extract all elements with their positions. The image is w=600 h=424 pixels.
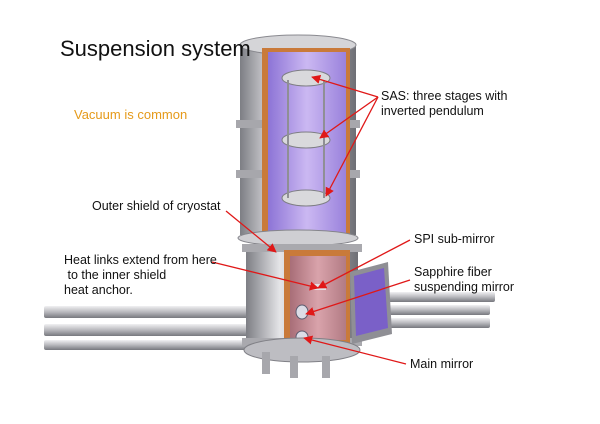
vacuum-note: Vacuum is common: [74, 107, 188, 122]
heat-links-label-line: Heat links extend from here: [64, 253, 217, 267]
sas-label-line: inverted pendulum: [381, 104, 484, 118]
sapphire-label-line: suspending mirror: [414, 280, 515, 294]
sas-label: SAS: three stages with inverted pendulum: [381, 89, 507, 119]
sapphire-label: Sapphire fiber suspending mirror: [414, 265, 514, 295]
main-mirror-label: Main mirror: [410, 357, 474, 371]
side-door: [350, 262, 392, 344]
cryostat-vessel: [242, 244, 362, 378]
slide-title: Suspension system: [60, 36, 251, 61]
heat-links-label-line: heat anchor.: [64, 283, 133, 297]
sapphire-label-line: Sapphire fiber: [414, 265, 492, 279]
heat-links-label: Heat links extend from here to the inner…: [64, 253, 217, 298]
sas-tower: [236, 34, 360, 247]
outer-shield-label: Outer shield of cryostat: [92, 199, 221, 213]
sas-label-line: SAS: three stages with: [381, 89, 508, 103]
pointer-arrows: [211, 75, 411, 365]
heat-links-label-line: to the inner shield: [64, 268, 167, 282]
beam-pipes: [44, 292, 495, 350]
spi-label: SPI sub-mirror: [414, 232, 495, 246]
